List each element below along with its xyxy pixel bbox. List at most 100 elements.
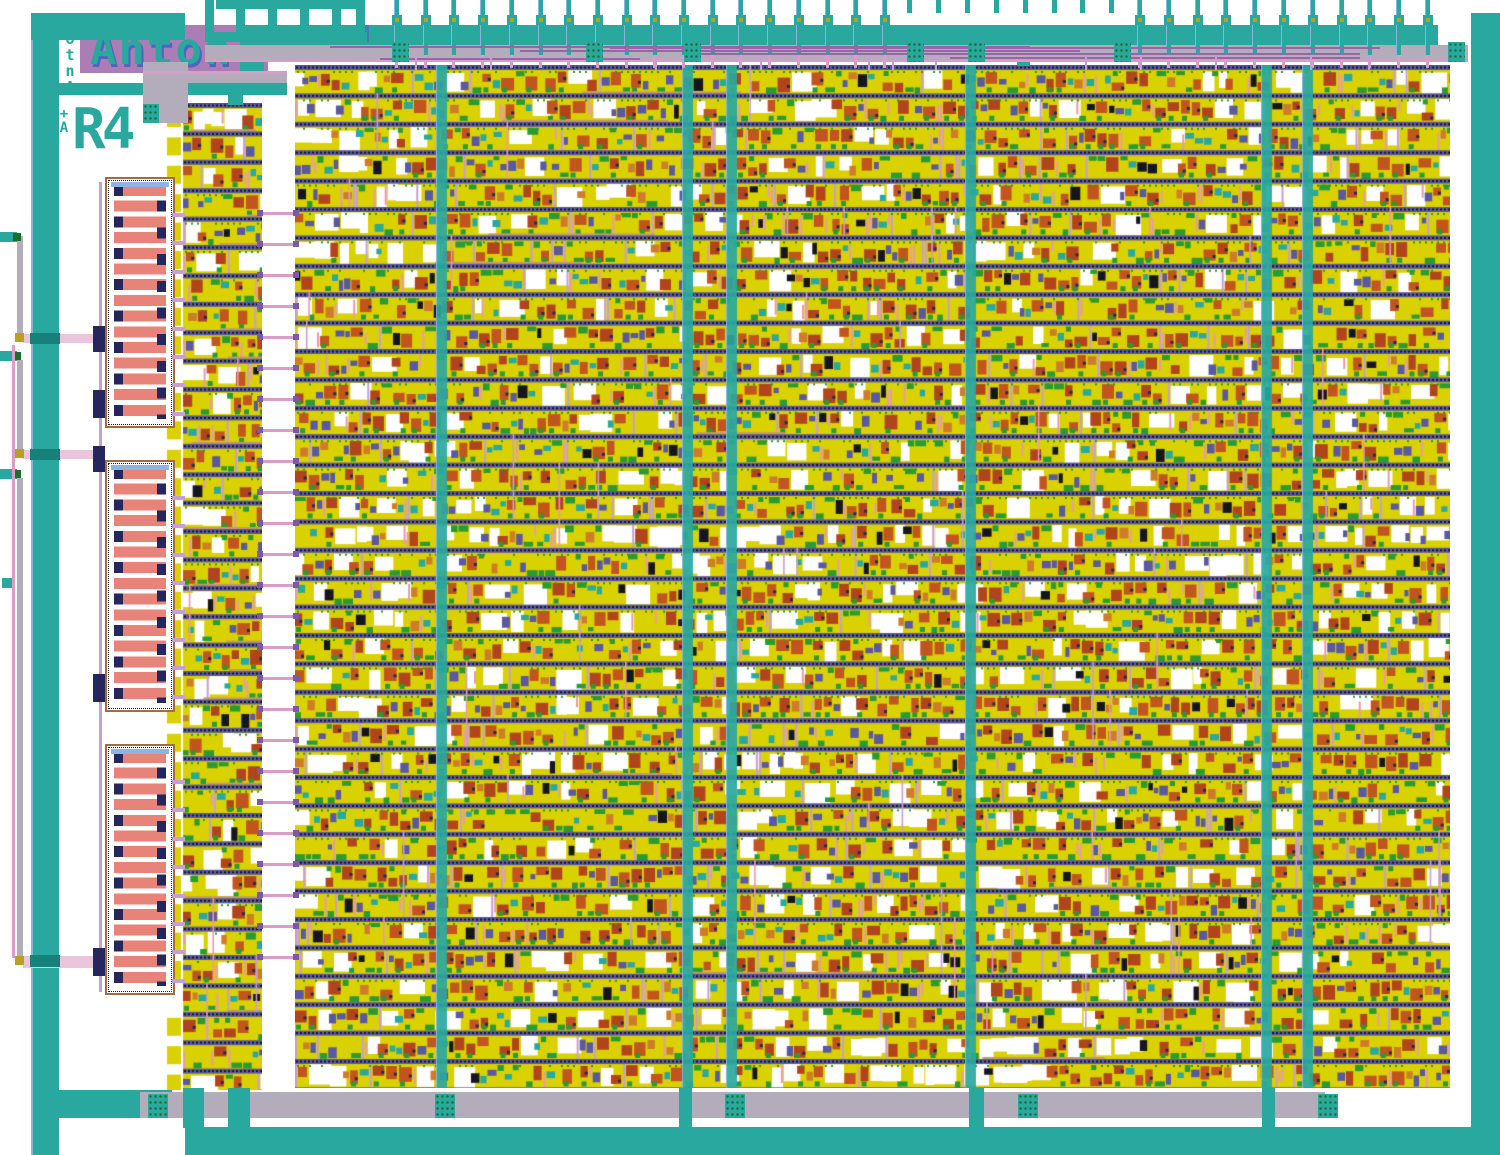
wire-left-gray-3: [17, 478, 23, 961]
io-pin: [1166, 0, 1171, 55]
decap-out-wire: [172, 894, 185, 898]
gap-wire-via-l: [257, 799, 263, 805]
gap-wire-via-r: [293, 334, 299, 340]
gap-wire: [260, 274, 296, 277]
decap-caps-right: [157, 752, 166, 986]
standard-cell-array-canvas: [295, 65, 1450, 1088]
io-pin-via-dot: [395, 18, 399, 22]
routing-drop-lavender-6: [935, 56, 937, 70]
io-pin-via-dot: [625, 18, 629, 22]
gap-wire-via-l: [257, 861, 263, 867]
io-pin: [394, 0, 399, 55]
io-pin-via-dot: [854, 18, 858, 22]
io-pin-stub: [1052, 0, 1057, 13]
pin-stub-left-2: [0, 351, 17, 361]
gap-wire: [260, 925, 296, 928]
gap-wire: [260, 491, 296, 494]
gap-wire: [260, 460, 296, 463]
strap-strip-top: [228, 93, 243, 105]
decap-plates: [114, 468, 166, 703]
gap-wire-via-r: [293, 768, 299, 774]
gap-wire-via-r: [293, 706, 299, 712]
decap-top-plate: [111, 182, 169, 187]
io-pin-via-dot: [481, 18, 485, 22]
routing-drop-lavender-9: [1215, 56, 1217, 70]
decoder-cell-strip-canvas: [166, 103, 262, 1090]
io-pin-via-dot: [682, 18, 686, 22]
io-pin: [710, 0, 715, 55]
io-pin-via-dot: [424, 18, 428, 22]
io-pin-via-dot: [768, 18, 772, 22]
io-pin-via-dot: [1340, 18, 1344, 22]
gap-wire: [260, 770, 296, 773]
decap-block-inner: [108, 180, 172, 425]
decap-out-wire: [172, 496, 185, 500]
power-frame-right: [1471, 13, 1500, 1155]
power-frame-top-left: [31, 13, 185, 40]
io-pin-stub: [1023, 0, 1028, 13]
tab-navy-2b: [93, 674, 105, 702]
pad-left-lone: [2, 578, 12, 588]
decap-out-wire: [172, 979, 185, 983]
gap-wire-via-r: [293, 613, 299, 619]
via-pad-left: [143, 104, 159, 123]
gap-wire: [260, 212, 296, 215]
io-pin-stub: [1109, 0, 1114, 13]
decap-out-wire: [172, 383, 185, 387]
gap-wire-via-l: [257, 644, 263, 650]
gap-wire: [260, 646, 296, 649]
io-pin-via-dot: [826, 18, 830, 22]
comb-divider-5: [356, 0, 365, 42]
decap-out-wire: [172, 808, 185, 812]
decap-out-wire: [172, 950, 185, 954]
gap-wire-via-l: [257, 489, 263, 495]
gap-wire-via-l: [257, 675, 263, 681]
io-pin: [566, 0, 571, 55]
io-pin: [1252, 0, 1257, 55]
tab-navy-3: [93, 948, 105, 976]
gap-wire-via-l: [257, 923, 263, 929]
channel-logo-band: [143, 74, 287, 83]
gap-wire-via-r: [293, 861, 299, 867]
comb-divider-2: [268, 0, 277, 42]
via-pad-top-3: [907, 42, 924, 62]
gap-wire: [260, 429, 296, 432]
routing-drop-lavender-10: [1310, 56, 1312, 70]
io-pin: [796, 0, 801, 55]
gap-wire-via-r: [293, 520, 299, 526]
stub-via-3: [13, 470, 21, 478]
io-pin-stub: [994, 0, 999, 13]
block-name-r4: R4: [72, 97, 135, 162]
io-pin: [451, 0, 456, 55]
overlay-dark-3: [30, 955, 60, 967]
block-vertical-text: +A: [56, 106, 72, 134]
routing-drop-lavender-5: [892, 56, 894, 70]
io-pin: [423, 0, 428, 55]
gap-wire-via-r: [293, 241, 299, 247]
decap-plates: [114, 185, 166, 419]
io-pin: [538, 0, 543, 55]
io-pin-via-dot: [596, 18, 600, 22]
decap-out-wire: [172, 355, 185, 359]
io-pin-via-dot: [1397, 18, 1401, 22]
via-pad-top-2: [684, 42, 701, 62]
decap-out-wire: [172, 553, 185, 557]
decap-out-wire: [172, 780, 185, 784]
io-pin: [1281, 0, 1286, 55]
io-pin-via-dot: [1224, 18, 1228, 22]
decap-out-wire: [172, 865, 185, 869]
io-pin-via-dot: [452, 18, 456, 22]
gap-wire: [260, 863, 296, 866]
gap-wire-via-l: [257, 954, 263, 960]
gap-wire-via-r: [293, 892, 299, 898]
gap-wire-via-r: [293, 675, 299, 681]
decap-out-wire: [172, 837, 185, 841]
power-strap-bottom-0: [183, 1088, 204, 1128]
gap-wire: [260, 739, 296, 742]
io-pin: [1137, 0, 1142, 55]
gap-wire-via-r: [293, 799, 299, 805]
gap-wire-via-r: [293, 644, 299, 650]
io-pin-via-dot: [1282, 18, 1286, 22]
via-pad-top-6: [1448, 42, 1465, 62]
